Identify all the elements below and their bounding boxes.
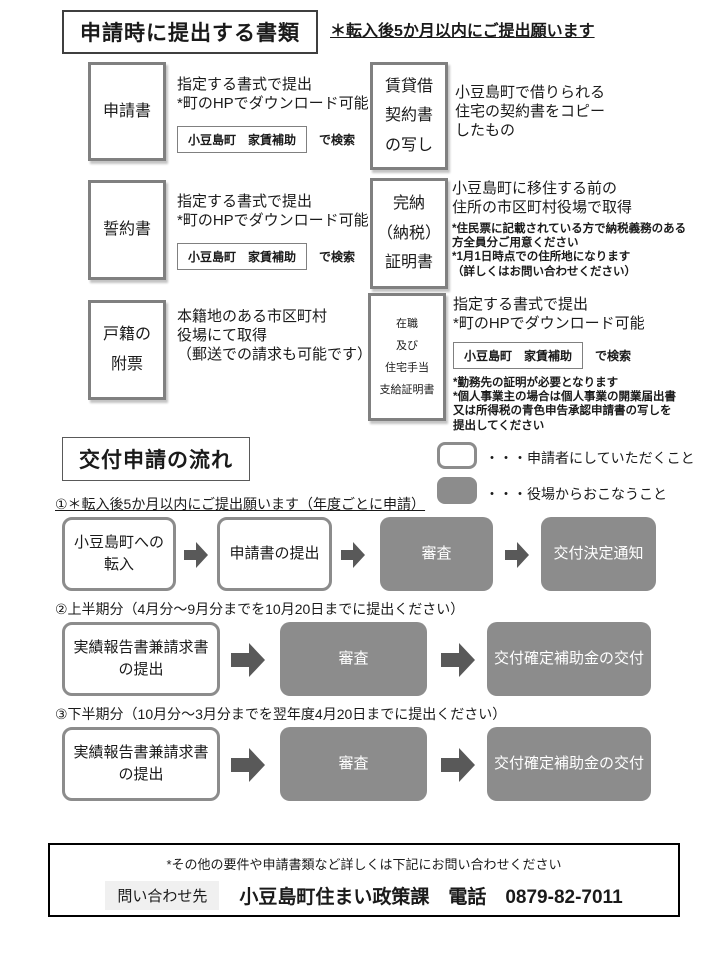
doc-desc-text: 指定する書式で提出 *町のHPでダウンロード可能 <box>177 76 369 112</box>
arrow-right-icon <box>231 643 265 677</box>
flow-step2-label: ②上半期分（4月分～9月分までを10月20日までに提出ください） <box>55 601 465 617</box>
legend-office-label: ・・・役場からおこなうこと <box>485 486 667 502</box>
search-hint: 小豆島町 家賃補助 で検索 <box>177 242 369 270</box>
deadline-note: ＊転入後5か月以内にご提出願います <box>330 23 595 40</box>
flow-node-screening: 審査 <box>280 622 427 696</box>
doc-desc-text: 指定する書式で提出 *町のHPでダウンロード可能 <box>177 193 369 229</box>
arrow-right-icon <box>231 748 265 782</box>
doc-desc-text: 小豆島町で借りられる 住宅の契約書をコピー したもの <box>455 84 606 139</box>
search-suffix-label: で検索 <box>319 249 356 264</box>
contact-box: *その他の要件や申請書類など詳しくは下記にお問い合わせください 問い合わせ先 小… <box>48 843 680 917</box>
doc-card-tax-payment-certificate: 完納 （納税） 証明書 <box>370 178 448 289</box>
flow-node-grant-decision-notice: 交付決定通知 <box>541 517 656 591</box>
doc-desc-written-oath: 指定する書式で提出 *町のHPでダウンロード可能 小豆島町 家賃補助 で検索 <box>177 193 369 270</box>
flow-node-move-in: 小豆島町への 転入 <box>62 517 176 591</box>
legend-applicant-chip <box>437 442 477 469</box>
doc-card-family-register-attachment: 戸籍の 附票 <box>88 300 166 400</box>
search-query-box: 小豆島町 家賃補助 <box>177 242 308 270</box>
doc-desc-notes: *住民票に記載されている方で納税義務のある 方全員分ご用意ください *1月1日時… <box>452 222 687 278</box>
search-query-box: 小豆島町 家賃補助 <box>453 341 584 369</box>
arrow-right-icon <box>441 643 475 677</box>
arrow-right-icon <box>341 542 365 568</box>
arrow-right-icon <box>441 748 475 782</box>
doc-card-label: 賃貸借 契約書 の写し <box>384 77 433 154</box>
legend-applicant-label: ・・・申請者にしていただくこと <box>485 450 695 466</box>
doc-card-label: 申請書 <box>102 102 151 120</box>
contact-department-phone: 小豆島町住まい政策課 電話 0879-82-7011 <box>239 887 623 908</box>
search-hint: 小豆島町 家賃補助 で検索 <box>177 125 369 153</box>
arrow-right-icon <box>184 542 208 568</box>
doc-desc-employment-housing-allowance-certificate: 指定する書式で提出 *町のHPでダウンロード可能 小豆島町 家賃補助 で検索 *… <box>453 296 676 433</box>
search-hint: 小豆島町 家賃補助 で検索 <box>453 341 676 369</box>
contact-label-badge: 問い合わせ先 <box>105 881 220 910</box>
doc-card-employment-housing-allowance-certificate: 在職 及び 住宅手当 支給証明書 <box>368 293 446 421</box>
flow-section-title: 交付申請の流れ <box>62 437 250 481</box>
doc-card-lease-contract-copy: 賃貸借 契約書 の写し <box>370 62 448 170</box>
flow-node-subsidy-payment: 交付確定補助金の交付 <box>487 727 651 801</box>
flow-node-report-invoice-submission: 実績報告書兼請求書 の提出 <box>62 727 220 801</box>
doc-card-label: 在職 及び 住宅手当 支給証明書 <box>379 318 435 396</box>
doc-desc-text: 指定する書式で提出 *町のHPでダウンロード可能 <box>453 296 645 332</box>
search-suffix-label: で検索 <box>319 132 356 147</box>
contact-note: *その他の要件や申請書類など詳しくは下記にお問い合わせください <box>166 857 562 872</box>
legend-office-chip <box>437 477 477 504</box>
doc-card-application-form: 申請書 <box>88 62 166 161</box>
doc-desc-text: 小豆島町に移住する前の 住所の市区町村役場で取得 <box>452 180 633 216</box>
flow-node-screening: 審査 <box>280 727 427 801</box>
doc-desc-family-register-attachment: 本籍地のある市区町村 役場にて取得 （郵送での請求も可能です） <box>177 308 372 364</box>
doc-desc-tax-payment-certificate: 小豆島町に移住する前の 住所の市区町村役場で取得 *住民票に記載されている方で納… <box>452 180 686 279</box>
arrow-right-icon <box>505 542 529 568</box>
doc-desc-lease-contract-copy: 小豆島町で借りられる 住宅の契約書をコピー したもの <box>455 84 605 140</box>
doc-card-written-oath: 誓約書 <box>88 180 166 280</box>
flow-node-report-invoice-submission: 実績報告書兼請求書 の提出 <box>62 622 220 696</box>
doc-card-label: 戸籍の 附票 <box>102 326 151 373</box>
doc-card-label: 完納 （納税） 証明書 <box>376 195 441 272</box>
search-suffix-label: で検索 <box>595 348 632 363</box>
contact-row: 問い合わせ先 小豆島町住まい政策課 電話 0879-82-7011 <box>50 881 678 910</box>
flow-step1-label: ①＊転入後5か月以内にご提出願います（年度ごとに申請） <box>55 496 426 512</box>
doc-card-label: 誓約書 <box>102 221 151 239</box>
doc-desc-application-form: 指定する書式で提出 *町のHPでダウンロード可能 小豆島町 家賃補助 で検索 <box>177 76 369 153</box>
search-query-box: 小豆島町 家賃補助 <box>177 125 308 153</box>
flow-node-screening: 審査 <box>380 517 493 591</box>
flow-step3-label: ③下半期分（10月分～3月分までを翌年度4月20日までに提出ください） <box>55 706 507 722</box>
documents-section-title: 申請時に提出する書類 <box>62 10 318 54</box>
doc-desc-text: 本籍地のある市区町村 役場にて取得 （郵送での請求も可能です） <box>177 308 373 363</box>
flow-node-submit-application: 申請書の提出 <box>217 517 332 591</box>
doc-desc-notes: *勤務先の証明が必要となります *個人事業主の場合は個人事業の開業届出書 又は所… <box>453 376 676 432</box>
flow-node-subsidy-payment: 交付確定補助金の交付 <box>487 622 651 696</box>
